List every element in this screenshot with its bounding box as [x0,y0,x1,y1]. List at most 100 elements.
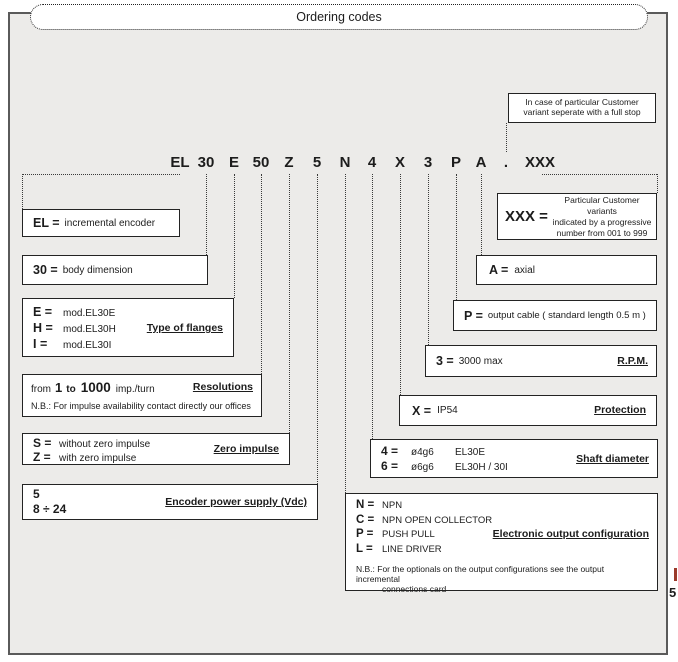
code-segment-3: 3 [423,154,433,171]
body-dimension-box: 30 = body dimension [22,255,208,285]
connector-line [506,123,507,152]
category-label: Encoder power supply (Vdc) [165,496,307,508]
code-desc: axial [514,264,535,276]
option-desc: mod.EL30I [63,340,112,351]
note-line: variant seperate with a full stop [523,107,641,117]
axial-box: A = axial [476,255,657,285]
option-desc: mod.EL30E [63,308,116,319]
option-code: Z = [33,450,51,464]
connector-line [289,174,290,433]
option-code: I = [33,337,48,351]
category-label: Protection [594,404,646,416]
option-row: S = without zero impulse [33,436,279,450]
option-desc: without zero impulse [59,439,151,450]
option-row: I = mod.EL30I [33,337,223,353]
encoder-type-box: EL = incremental encoder [22,209,180,237]
category-label: Type of flanges [146,322,223,334]
code-segment-n: N [339,154,351,171]
code-key: 30 = [33,263,58,277]
desc-line: indicated by a progressive [552,216,652,227]
connector-line [22,174,23,209]
code-key: A = [489,263,509,277]
code-desc: body dimension [62,264,133,276]
connector-line [542,174,657,175]
option-row: 6 = ø6g6 EL30H / 30I [381,459,647,474]
connector-line [317,174,318,484]
option-code: N = [356,499,375,511]
category-label: R.P.M. [617,355,648,367]
option-code: H = [33,321,53,335]
option-code: 6 = [381,459,399,473]
output-configuration-box: N = NPN C = NPN OPEN COLLECTOR P = PUSH … [345,493,658,594]
resolution-note: N.B.: For impulse availability contact d… [31,401,251,411]
option-code: C = [356,513,375,526]
option-row: C = NPN OPEN COLLECTOR [356,514,647,529]
output-cable-box: P = output cable ( standard length 0.5 m… [453,300,657,331]
desc-line: number from 001 to 999 [556,227,648,238]
category-label: Shaft diameter [576,453,649,465]
code-segment-el: EL [170,154,190,171]
option-model: EL30E [455,447,486,458]
category-label: Resolutions [192,381,253,393]
shaft-diameter-box: 4 = ø4g6 EL30E 6 = ø6g6 EL30H / 30I Shaf… [370,439,658,478]
code-segment-50: 50 [252,154,270,171]
connector-line [657,174,658,193]
connector-line [206,174,207,255]
page-number: 5 [669,585,677,600]
rpm-box: 3 = 3000 max R.P.M. [425,345,657,377]
code-key: EL = [33,216,60,230]
code-segment-5: 5 [312,154,322,171]
output-note-line: connections card [382,584,447,594]
category-label: Zero impulse [213,443,279,455]
code-segment-p: P [450,154,462,171]
code-desc: 3000 max [458,355,503,367]
customer-variant-code-box: XXX = Particular Customer variants indic… [497,193,657,240]
option-row: E = mod.EL30E [33,305,223,321]
range-min: 1 [55,380,63,395]
connector-line [345,174,346,493]
connector-line [261,174,262,374]
option-code: L = [356,542,373,555]
option-row: 5 [33,487,40,501]
option-code: E = [33,305,53,319]
code-segment-a: A [475,154,487,171]
zero-impulse-box: S = without zero impulse Z = with zero i… [22,433,290,465]
code-desc: output cable ( standard length 0.5 m ) [487,310,646,321]
option-desc: NPN OPEN COLLECTOR [382,514,493,526]
connector-line [234,174,235,298]
connector-line [22,174,180,175]
note-line: In case of particular Customer [525,97,639,107]
code-key: 3 = [436,354,454,368]
option-code: 4 = [381,444,399,458]
power-supply-box: 5 8 ÷ 24 Encoder power supply (Vdc) [22,484,318,520]
connector-line [428,174,429,345]
option-desc: PUSH PULL [382,529,435,540]
type-of-flanges-box: E = mod.EL30E H = mod.EL30H I = mod.EL30… [22,298,234,357]
option-row: 8 ÷ 24 [33,502,67,516]
connector-line [400,174,401,395]
resolution-range: from 1 to 1000 imp./turn [31,380,253,395]
option-row: Z = with zero impulse [33,450,279,464]
range-to: to [66,384,76,395]
code-desc: incremental encoder [64,217,156,229]
code-desc: IP54 [437,405,458,416]
connector-line [481,174,482,255]
option-row: P = PUSH PULL [356,528,647,543]
option-desc: with zero impulse [59,453,137,464]
code-segment-x: X [394,154,406,171]
page-edge-mark [674,568,677,581]
protection-box: X = IP54 Protection [399,395,657,426]
code-segment-xxx: XXX [524,154,556,171]
option-code: P = [356,528,374,540]
code-segment-4: 4 [367,154,377,171]
resolutions-box: from 1 to 1000 imp./turn N.B.: For impul… [22,374,262,417]
option-diameter: ø4g6 [411,447,434,458]
range-max: 1000 [80,380,111,395]
option-diameter: ø6g6 [411,462,434,473]
code-segment-z: Z [284,154,294,171]
option-model: EL30H / 30I [455,462,508,473]
code-segment-e: E [228,154,240,171]
option-desc: LINE DRIVER [382,543,442,555]
output-note-line: N.B.: For the optionals on the output co… [356,564,605,584]
